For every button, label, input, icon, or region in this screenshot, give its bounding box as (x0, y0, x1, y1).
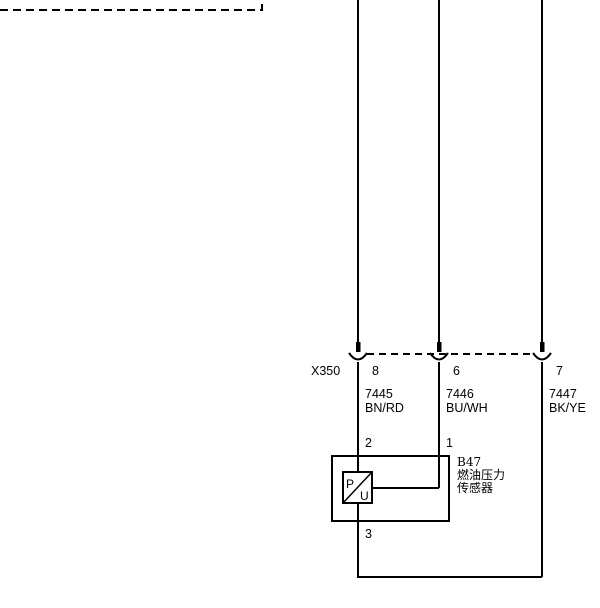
sensor-pin-2: 2 (365, 436, 372, 450)
sensor-name: 燃油压力 (457, 467, 505, 482)
pin-number-8: 8 (372, 364, 379, 378)
sensor-id: B47 (457, 455, 481, 469)
pin-number-7: 7 (556, 364, 563, 378)
wire-color-bu-wh: BU/WH (446, 401, 488, 415)
connector-id: X350 (311, 364, 340, 378)
module-boundary-dashed (0, 0, 263, 11)
sensor-housing (331, 455, 450, 522)
symbol-u: U (360, 489, 369, 503)
circuit-number-7445: 7445 (365, 387, 393, 401)
wire-color-bn-rd: BN/RD (365, 401, 404, 415)
sensor-pin-3: 3 (365, 527, 372, 541)
pin-number-6: 6 (453, 364, 460, 378)
wire-color-bk-ye: BK/YE (549, 401, 586, 415)
terminal-pin-6 (437, 342, 442, 352)
terminal-pin-8 (356, 342, 361, 352)
circuit-number-7447: 7447 (549, 387, 577, 401)
connector-cup-7 (532, 352, 552, 361)
circuit-number-7446: 7446 (446, 387, 474, 401)
connector-cup-8 (348, 352, 368, 361)
sensor-name-line2: 传感器 (457, 480, 493, 495)
wire-pin-3-return (357, 503, 542, 578)
sensor-pin-1: 1 (446, 436, 453, 450)
terminal-pin-7 (540, 342, 545, 352)
symbol-p: P (346, 477, 354, 491)
